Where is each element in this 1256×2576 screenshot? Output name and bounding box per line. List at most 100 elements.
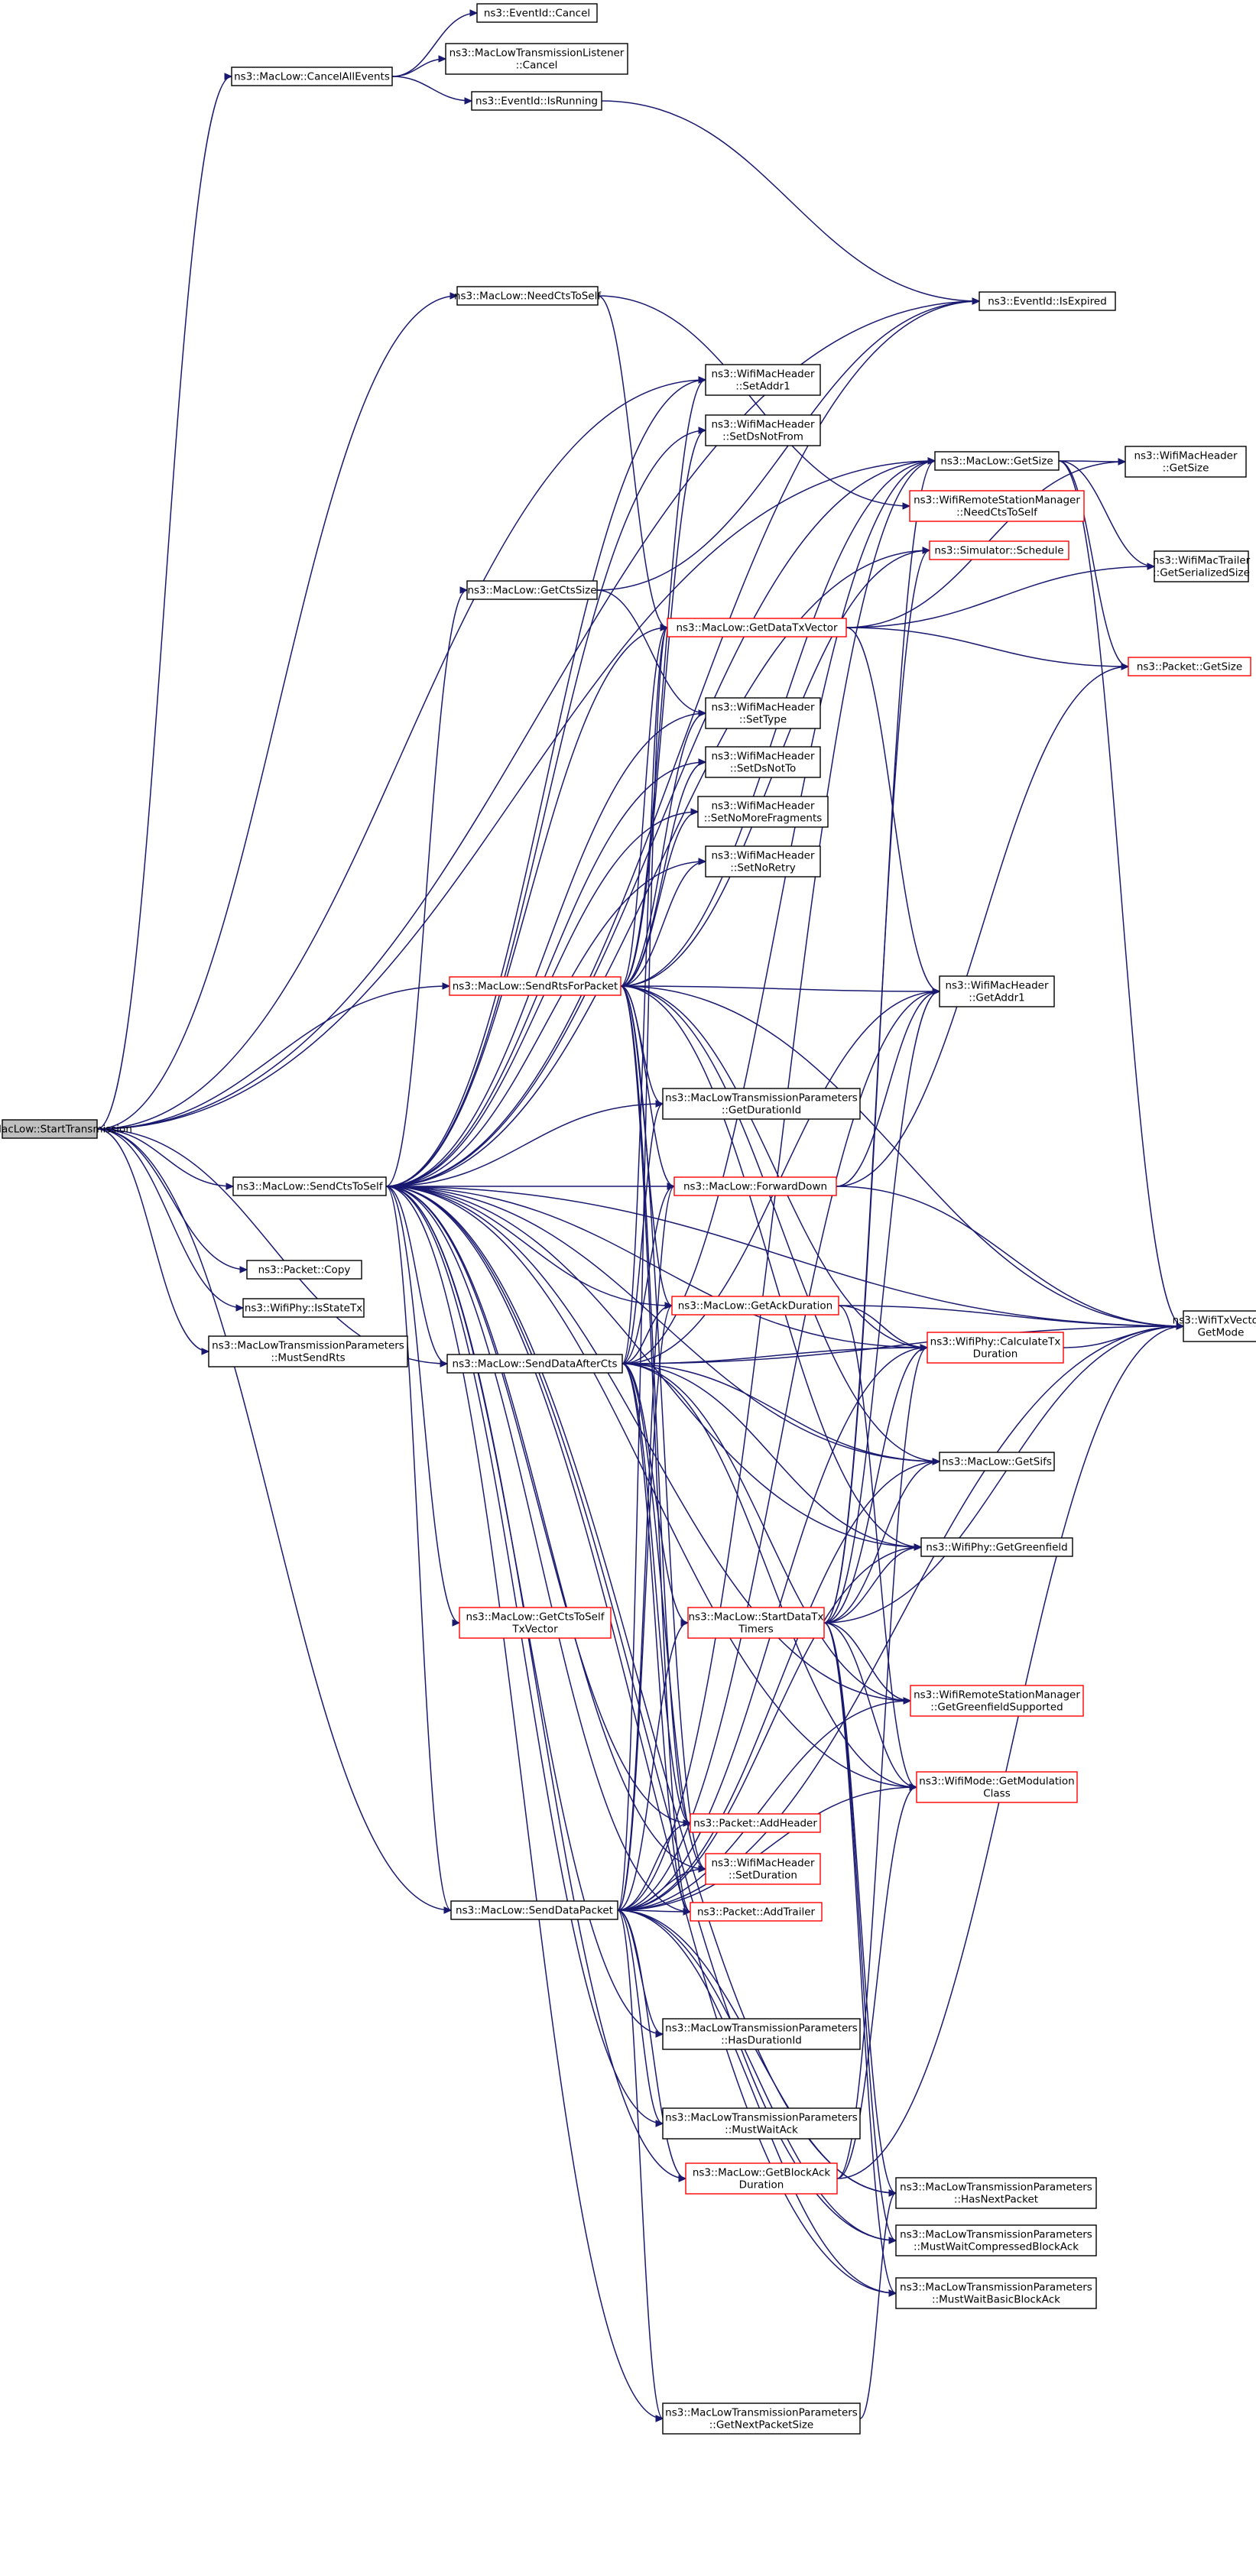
node-addHeader[interactable]: ns3::Packet::AddHeader xyxy=(690,1813,821,1833)
node-setDsNotTo[interactable]: ns3::WifiMacHeader::SetDsNotTo xyxy=(705,746,821,778)
edge-sendRts-to-dataTxVector xyxy=(620,627,668,987)
node-needCts[interactable]: ns3::MacLow::NeedCtsToSelf xyxy=(454,286,602,306)
node-label: Duration xyxy=(973,1348,1018,1361)
node-schedule[interactable]: ns3::Simulator::Schedule xyxy=(929,540,1069,560)
node-label: ns3::WifiRemoteStationManager xyxy=(914,1689,1080,1702)
node-sendRts[interactable]: ns3::MacLow::SendRtsForPacket xyxy=(449,976,622,996)
node-pktCopy[interactable]: ns3::Packet::Copy xyxy=(246,1260,362,1280)
arrowhead-blockAckDur-to-calcTxDur xyxy=(920,1344,929,1351)
node-getCtsSize[interactable]: ns3::MacLow::GetCtsSize xyxy=(466,580,598,600)
node-box xyxy=(445,43,628,75)
node-hasNextPacket[interactable]: ns3::MacLowTransmissionParameters::HasNe… xyxy=(895,2177,1097,2209)
node-box xyxy=(929,540,1069,560)
node-start[interactable]: ns3::MacLow::StartTransmission xyxy=(0,1119,132,1139)
node-trailerSize[interactable]: ns3::WifiMacTrailer::GetSerializedSize xyxy=(1153,550,1251,582)
node-sendDataPacket[interactable]: ns3::MacLow::SendDataPacket xyxy=(450,1900,618,1920)
node-sendDataAfterCts[interactable]: ns3::MacLow::SendDataAfterCts xyxy=(446,1354,623,1374)
node-label: ::SetDsNotFrom xyxy=(722,431,803,443)
node-label: ns3::MacLow::ForwardDown xyxy=(683,1181,827,1193)
edge-sendDataPacket-to-dataTxVector xyxy=(617,627,668,1911)
node-label: ::HasNextPacket xyxy=(954,2194,1038,2206)
node-macGetSize[interactable]: ns3::MacLow::GetSize xyxy=(934,451,1060,471)
node-label: ns3::WifiMacTrailer xyxy=(1153,555,1251,567)
node-box xyxy=(895,2224,1097,2256)
node-setNoRetry[interactable]: ns3::WifiMacHeader::SetNoRetry xyxy=(705,845,821,878)
node-getGreenfield[interactable]: ns3::WifiPhy::GetGreenfield xyxy=(920,1537,1073,1557)
node-box xyxy=(690,1902,823,1922)
node-setType[interactable]: ns3::WifiMacHeader::SetType xyxy=(705,697,821,729)
arrowhead-needCts-to-rsmNeedCts xyxy=(902,502,911,510)
arrowhead-sendDataPacket-to-forwardDown xyxy=(667,1183,676,1190)
edge-sendDataPacket-to-mustWaitAck xyxy=(617,1909,664,2124)
edge-start-to-setAddr1 xyxy=(96,379,706,1130)
node-box xyxy=(909,490,1085,522)
node-getMode[interactable]: ns3::WifiTxVector::GetMode xyxy=(1173,1310,1256,1342)
node-evCancel[interactable]: ns3::EventId::Cancel xyxy=(476,3,598,23)
node-getAddr1[interactable]: ns3::WifiMacHeader::GetAddr1 xyxy=(939,975,1055,1007)
edge-sendDataPacket-to-getSifs xyxy=(617,1461,940,1911)
node-mustWaitBasic[interactable]: ns3::MacLowTransmissionParameters::MustW… xyxy=(895,2277,1097,2309)
node-setNoMoreFrag[interactable]: ns3::WifiMacHeader::SetNoMoreFragments xyxy=(697,796,829,828)
arrowhead-start-to-sendRts xyxy=(442,982,451,990)
node-label: ::GetSize xyxy=(1163,462,1209,475)
node-setDuration[interactable]: ns3::WifiMacHeader::SetDuration xyxy=(705,1853,821,1885)
edge-sendRts-to-setType xyxy=(620,712,706,987)
arrowhead-sendDataPacket-to-startDataTxTimers xyxy=(680,1619,690,1627)
node-getSifs[interactable]: ns3::MacLow::GetSifs xyxy=(939,1452,1055,1471)
node-label: ::SetAddr1 xyxy=(735,381,790,393)
node-rsmNeedCts[interactable]: ns3::WifiRemoteStationManager::NeedCtsTo… xyxy=(909,490,1085,522)
edge-sendRts-to-calcTxDur xyxy=(620,985,928,1348)
node-isRunning[interactable]: ns3::EventId::IsRunning xyxy=(471,91,602,111)
node-pktGetSize[interactable]: ns3::Packet::GetSize xyxy=(1128,657,1251,676)
node-mustWaitCompressed[interactable]: ns3::MacLowTransmissionParameters::MustW… xyxy=(895,2224,1097,2256)
node-isStateTx[interactable]: ns3::WifiPhy::IsStateTx xyxy=(242,1298,365,1318)
node-nextPacketSize[interactable]: ns3::MacLowTransmissionParameters::GetNe… xyxy=(662,2402,861,2435)
node-gfSupported[interactable]: ns3::WifiRemoteStationManager::GetGreenf… xyxy=(910,1685,1084,1717)
node-sendCts[interactable]: ns3::MacLow::SendCtsToSelf xyxy=(232,1176,387,1196)
edge-startDataTxTimers-to-getGreenfield xyxy=(823,1546,922,1624)
edge-sendDataPacket-to-startDataTxTimers xyxy=(617,1622,689,1911)
node-label: ns3::WifiPhy::GetGreenfield xyxy=(926,1542,1067,1554)
edge-sendCts-to-sendDataAfterCts xyxy=(385,1186,448,1364)
node-box xyxy=(246,1260,362,1280)
node-label: ns3::MacLowTransmissionParameters xyxy=(665,2112,858,2124)
edge-cancelAll-to-evCancel xyxy=(391,12,478,77)
edge-sendRts-to-forwardDown xyxy=(620,985,675,1187)
node-setAddr1[interactable]: ns3::WifiMacHeader::SetAddr1 xyxy=(705,364,821,396)
node-box xyxy=(449,976,622,996)
edge-sendDataPacket-to-forwardDown xyxy=(617,1186,675,1911)
node-box xyxy=(476,3,598,23)
arrowhead-sendCts-to-setNoRetry xyxy=(698,858,707,865)
node-forwardDown[interactable]: ns3::MacLow::ForwardDown xyxy=(673,1176,837,1196)
arrowhead-cancelAll-to-isRunning xyxy=(464,97,473,105)
node-isExpired[interactable]: ns3::EventId::IsExpired xyxy=(979,291,1116,311)
node-ackDuration[interactable]: ns3::MacLow::GetAckDuration xyxy=(671,1296,839,1316)
arrowhead-start-to-pktCopy xyxy=(239,1266,248,1273)
edge-start-to-macGetSize xyxy=(96,460,936,1130)
node-dataTxVector[interactable]: ns3::MacLow::GetDataTxVector xyxy=(667,618,847,638)
node-box xyxy=(450,1900,618,1920)
node-mustWaitAck[interactable]: ns3::MacLowTransmissionParameters::MustW… xyxy=(662,2107,861,2140)
node-getDurationId[interactable]: ns3::MacLowTransmissionParameters::GetDu… xyxy=(662,1088,861,1120)
node-label: ns3::WifiMacHeader xyxy=(711,702,815,714)
node-listenerCancel[interactable]: ns3::MacLowTransmissionListener::Cancel xyxy=(445,43,628,75)
node-hdrGetSize[interactable]: ns3::WifiMacHeader::GetSize xyxy=(1125,446,1247,478)
node-addTrailer[interactable]: ns3::Packet::AddTrailer xyxy=(690,1902,823,1922)
edge-sendCts-to-sendDataPacket xyxy=(385,1186,452,1911)
edge-sendCts-to-macGetSize xyxy=(385,460,936,1187)
node-cancelAll[interactable]: ns3::MacLow::CancelAllEvents xyxy=(231,67,393,86)
edge-sendCts-to-getGreenfield xyxy=(385,1186,922,1548)
edge-sendCts-to-schedule xyxy=(385,550,930,1187)
node-setDsNotFrom[interactable]: ns3::WifiMacHeader::SetDsNotFrom xyxy=(705,414,821,446)
node-mustSendRts[interactable]: ns3::MacLowTransmissionParameters::MustS… xyxy=(208,1335,408,1367)
node-hasDurationId[interactable]: ns3::MacLowTransmissionParameters::HasDu… xyxy=(662,2018,861,2050)
edge-sendDataPacket-to-getGreenfield xyxy=(617,1546,922,1911)
node-label: ns3::MacLowTransmissionParameters xyxy=(900,2282,1092,2294)
node-box xyxy=(232,1176,387,1196)
node-box xyxy=(939,975,1055,1007)
